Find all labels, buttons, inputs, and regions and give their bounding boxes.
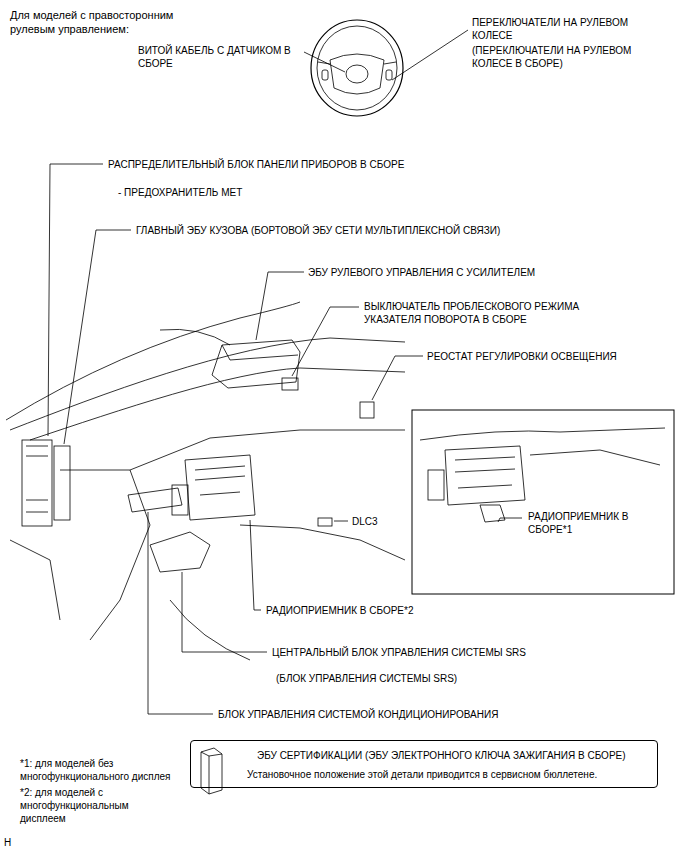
note-box: ЭБУ СЕРТИФИКАЦИИ (ЭБУ ЭЛЕКТРОННОГО КЛЮЧА… — [190, 740, 658, 788]
part-label: (ПЕРЕКЛЮЧАТЕЛИ НА РУЛЕВОМ КОЛЕСЕ В СБОРЕ… — [472, 44, 637, 70]
steering-wheel — [311, 20, 403, 116]
node-note: Установочное положение этой детали приво… — [247, 768, 647, 781]
part-label: РАСПРЕДЕЛИТЕЛЬНЫЙ БЛОК ПАНЕЛИ ПРИБОРОВ В… — [108, 158, 404, 171]
part-label: ГЛАВНЫЙ ЭБУ КУЗОВА (БОРТОВОЙ ЭБУ СЕТИ МУ… — [136, 224, 500, 237]
part-label: ЭБУ РУЛЕВОГО УПРАВЛЕНИЯ С УСИЛИТЕЛЕМ — [308, 266, 535, 279]
eps-ecu — [212, 340, 300, 388]
part-label: ЦЕНТРАЛЬНЫЙ БЛОК УПРАВЛЕНИЯ СИСТЕМЫ SRS — [272, 646, 526, 659]
body-ecu — [54, 446, 70, 520]
part-label: РАДИОПРИЕМНИК В СБОРЕ*2 — [266, 604, 414, 617]
leader-lines — [48, 30, 522, 714]
part-label: БЛОК УПРАВЛЕНИЯ СИСТЕМОЙ КОНДИЦИОНИРОВАН… — [218, 708, 498, 721]
figure-code: H — [4, 836, 11, 849]
ac-control — [128, 488, 182, 512]
part-label: - ПРЕДОХРАНИТЕЛЬ МЕТ — [118, 186, 242, 199]
radio-unit — [185, 455, 255, 520]
junction-block — [22, 440, 52, 526]
part-label: (БЛОК УПРАВЛЕНИЯ СИСТЕМЫ SRS) — [276, 672, 457, 685]
node-heading: ЭБУ СЕРТИФИКАЦИИ (ЭБУ ЭЛЕКТРОННОГО КЛЮЧА… — [257, 749, 637, 762]
srs-ecu — [150, 532, 210, 572]
turn-switch — [282, 378, 298, 390]
inset-box: РАДИОПРИЕМНИК В СБОРЕ*1 — [412, 410, 674, 594]
windshield-edge — [6, 302, 300, 420]
part-label: DLC3 — [352, 515, 378, 528]
node-heading: РАДИОПРИЕМНИК В СБОРЕ*1 — [528, 510, 640, 536]
footnote: *2: для моделей с многофункциональным ди… — [20, 786, 145, 825]
part-label: РЕОСТАТ РЕГУЛИРОВКИ ОСВЕЩЕНИЯ — [427, 350, 617, 363]
part-label: ПЕРЕКЛЮЧАТЕЛИ НА РУЛЕВОМ КОЛЕСЕ — [472, 16, 657, 42]
footnote: *1: для моделей без многофункционального… — [20, 757, 180, 783]
part-label: ВИТОЙ КАБЕЛЬ С ДАТЧИКОМ В СБОРЕ — [138, 44, 308, 70]
dlc3-connector — [318, 518, 332, 526]
page-heading: Для моделей с правосторонним рулевым упр… — [10, 8, 200, 36]
steering-hub — [330, 54, 384, 94]
inset-radio — [420, 428, 665, 522]
inset-frame — [412, 410, 674, 594]
part-label: ВЫКЛЮЧАТЕЛЬ ПРОБЛЕСКОВОГО РЕЖИМА УКАЗАТЕ… — [364, 300, 634, 326]
rheostat — [360, 402, 374, 418]
